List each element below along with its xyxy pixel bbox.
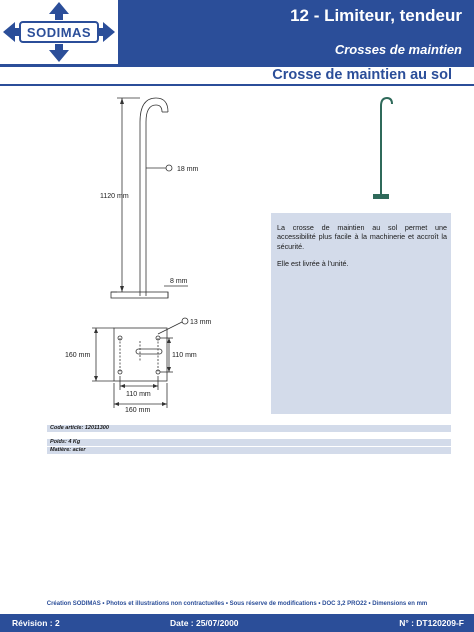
hole-spacing-v-label: 110 mm (172, 352, 197, 359)
pole-outline (139, 97, 169, 296)
diameter-label: 18 mm (177, 166, 199, 173)
logo-text: SODIMAS (27, 25, 91, 40)
plate-width-label: 160 mm (125, 407, 150, 414)
description-text: La crosse de maintien au sol permet une … (277, 223, 447, 251)
description-panel: La crosse de maintien au sol permet une … (271, 213, 451, 414)
page-title: 12 - Limiteur, tendeur (290, 6, 462, 25)
section-title: Crosse de maintien au sol (272, 67, 452, 83)
height-label: 1120 mm (100, 193, 129, 200)
hole-label: 13 mm (190, 319, 212, 326)
footer-note: Création SODIMAS • Photos et illustratio… (46, 601, 428, 607)
delivery-text: Elle est livrée à l’unité. (277, 259, 349, 269)
product-image (373, 96, 393, 199)
revision-text: Révision : 2 (12, 618, 60, 628)
header-band: 12 - Limiteur, tendeur Crosses de mainti… (118, 0, 474, 64)
plate-height-label: 160 mm (65, 352, 90, 359)
base-plate-top (113, 327, 168, 382)
spec-code: Code article: 12011300 (47, 425, 451, 432)
technical-drawing: 1120 mm 18 mm 8 mm 13 mm 160 mm 110 mm 1… (65, 97, 212, 414)
spec-matiere: Matière: acier (47, 447, 451, 454)
spec-empty-row (47, 432, 451, 439)
sodimas-logo: SODIMAS (0, 0, 118, 64)
spec-poids: Poids: 4 Kg (47, 439, 451, 446)
base-plate-side (110, 291, 169, 299)
date-text: Date : 25/07/2000 (170, 618, 239, 628)
thickness-label: 8 mm (170, 278, 188, 285)
section-divider (0, 84, 474, 86)
footer-band: Révision : 2 Date : 25/07/2000 N° : DT12… (0, 614, 474, 632)
hole-spacing-h-label: 110 mm (126, 391, 151, 398)
doc-number: N° : DT120209-F (399, 618, 464, 628)
header-divider (0, 64, 474, 67)
page-subtitle: Crosses de maintien (334, 42, 462, 57)
